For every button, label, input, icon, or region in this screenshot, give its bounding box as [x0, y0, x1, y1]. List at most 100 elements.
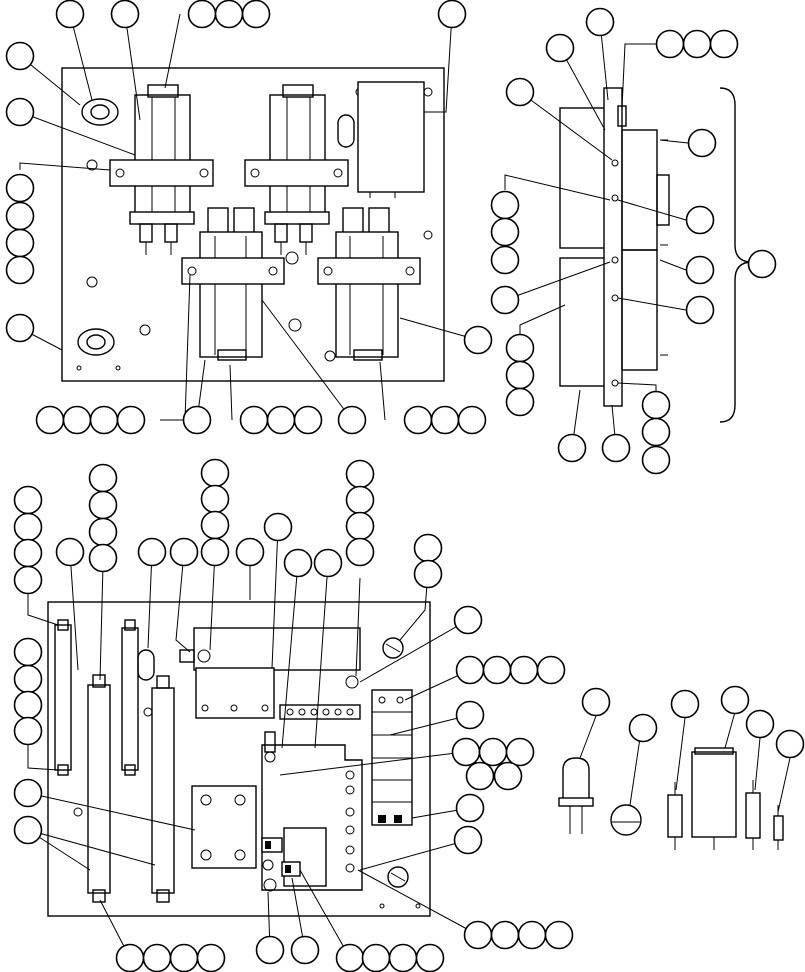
callout-bubble — [5, 313, 35, 343]
diode-part — [773, 815, 784, 841]
resistor-strip-2 — [87, 684, 111, 894]
callout-bubble — [465, 761, 495, 791]
callout-bubble — [709, 29, 739, 59]
callout-bubble — [628, 713, 658, 743]
lower-right-parts — [558, 711, 791, 850]
callout-bubble — [457, 405, 487, 435]
callout-bubble — [241, 0, 271, 29]
callout-bubble — [413, 533, 443, 563]
callout-bubble — [720, 685, 750, 715]
callout-bubble — [293, 405, 323, 435]
callout-bubble — [335, 943, 365, 972]
callout-bubble — [453, 825, 483, 855]
callout-bubble — [430, 405, 460, 435]
callout-bubble — [478, 737, 508, 767]
callout-bubble — [137, 537, 167, 567]
callout-bubble — [187, 0, 217, 29]
callout-bubble — [345, 459, 375, 489]
callout-bubble — [214, 0, 244, 29]
callout-bubble — [505, 360, 535, 390]
capacitor-small — [667, 794, 683, 838]
callout-bubble — [581, 687, 611, 717]
callout-bubble — [337, 405, 367, 435]
callout-bubble — [601, 433, 631, 463]
callout-bubble — [13, 778, 43, 808]
callout-bubble — [13, 485, 43, 515]
tube-assembly-left-lower — [199, 231, 263, 358]
callout-bubble — [345, 511, 375, 541]
callout-bubble — [437, 0, 467, 29]
callout-bubble — [463, 325, 493, 355]
callout-bubble — [747, 249, 777, 279]
callout-bubble — [345, 485, 375, 515]
callout-bubble — [544, 920, 574, 950]
callout-bubble — [110, 0, 140, 29]
upper-right-side-view — [504, 21, 753, 449]
callout-bubble — [182, 405, 212, 435]
side-front-panel — [603, 87, 623, 407]
callout-bubble — [415, 943, 445, 972]
callout-bubble — [35, 405, 65, 435]
lower-left-chassis — [27, 526, 479, 959]
callout-bubble — [200, 510, 230, 540]
callout-bubble — [88, 543, 118, 573]
callout-bubble — [361, 943, 391, 972]
callout-bubble — [5, 228, 35, 258]
callout-bubble — [13, 815, 43, 845]
callout-circles — [5, 0, 805, 972]
callout-bubble — [685, 205, 715, 235]
callout-bubble — [517, 920, 547, 950]
callout-bubble — [313, 548, 343, 578]
callout-bubble — [509, 655, 539, 685]
callout-bubble — [505, 387, 535, 417]
callout-bubble — [5, 173, 35, 203]
callout-bubble — [169, 943, 199, 972]
callout-bubble — [490, 245, 520, 275]
callout-bubble — [536, 655, 566, 685]
callout-bubble — [388, 943, 418, 972]
lamp-part — [610, 804, 642, 836]
capacitor-large — [691, 751, 737, 838]
callout-bubble — [641, 417, 671, 447]
callout-bubble — [283, 548, 313, 578]
callout-bubble — [687, 128, 717, 158]
resistor-strip-1 — [54, 624, 72, 771]
center-board — [261, 744, 363, 891]
callout-bubble — [13, 565, 43, 595]
tube-assembly-right-upper — [269, 94, 326, 218]
resistor-part — [745, 792, 761, 839]
tube-assembly-left-upper — [134, 94, 191, 218]
callout-bubble — [775, 729, 805, 759]
callout-bubble — [239, 405, 269, 435]
callout-bubble — [455, 793, 485, 823]
callout-bubble — [200, 484, 230, 514]
lower-left-base-plate — [47, 601, 431, 917]
relay-box — [357, 81, 425, 193]
callout-bubble — [557, 433, 587, 463]
resistor-strip-3 — [121, 627, 139, 771]
callout-bubble — [5, 41, 35, 71]
callout-bubble — [200, 537, 230, 567]
callout-bubble — [545, 33, 575, 63]
callout-bubble — [403, 405, 433, 435]
callout-bubble — [685, 255, 715, 285]
callout-bubble — [585, 7, 615, 37]
callout-bubble — [345, 537, 375, 567]
callout-bubble — [463, 920, 493, 950]
callout-bubble — [13, 664, 43, 694]
callout-bubble — [5, 97, 35, 127]
callout-bubble — [13, 637, 43, 667]
callout-bubble — [200, 458, 230, 488]
callout-bubble — [88, 490, 118, 520]
callout-bubble — [263, 512, 293, 542]
callout-bubble — [169, 537, 199, 567]
callout-bubble — [745, 709, 775, 739]
callout-bubble — [490, 217, 520, 247]
callout-bubble — [641, 445, 671, 475]
callout-bubble — [505, 333, 535, 363]
callout-bubble — [490, 285, 520, 315]
callout-bubble — [255, 935, 285, 965]
callout-bubble — [455, 700, 485, 730]
